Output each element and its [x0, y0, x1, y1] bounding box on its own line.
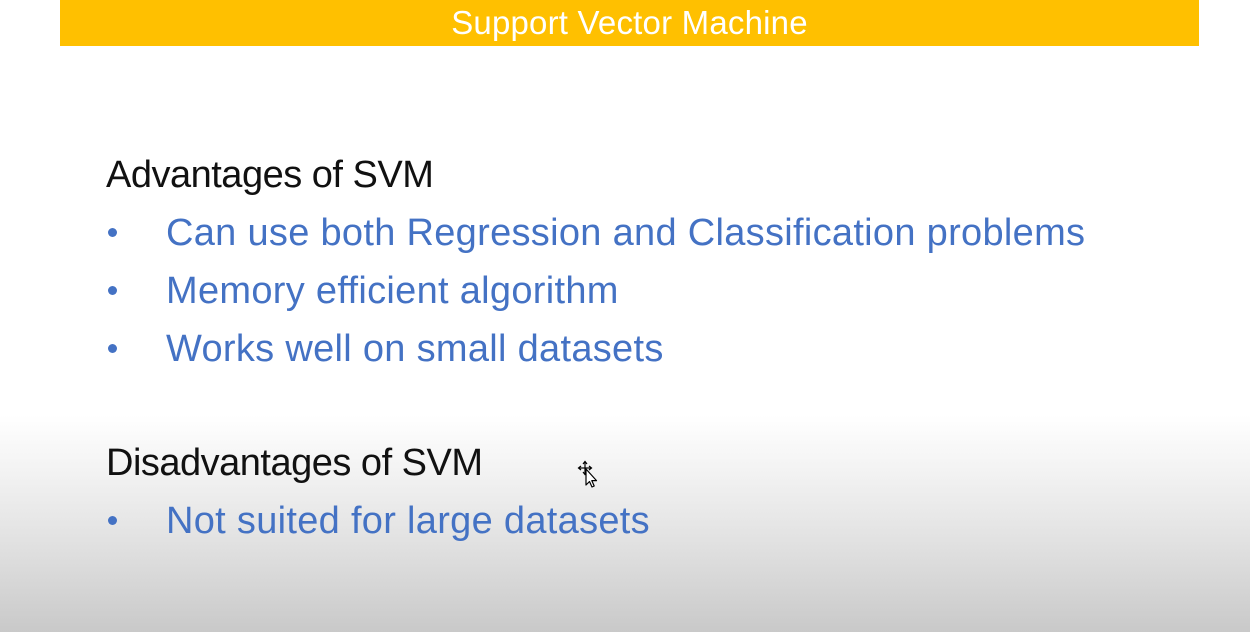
bullet-icon — [108, 286, 117, 295]
slide-title-bar: Support Vector Machine — [60, 0, 1199, 46]
move-cursor-icon — [577, 460, 598, 488]
advantage-text: Works well on small datasets — [166, 327, 664, 370]
disadvantages-heading: Disadvantages of SVM — [106, 442, 483, 484]
bullet-icon — [108, 344, 117, 353]
slide-title: Support Vector Machine — [451, 4, 808, 41]
disadvantage-text: Not suited for large datasets — [166, 499, 650, 542]
advantages-heading: Advantages of SVM — [106, 154, 434, 196]
bullet-icon — [108, 228, 117, 237]
bullet-icon — [108, 516, 117, 525]
advantage-text: Can use both Regression and Classificati… — [166, 211, 1086, 254]
advantage-text: Memory efficient algorithm — [166, 269, 619, 312]
